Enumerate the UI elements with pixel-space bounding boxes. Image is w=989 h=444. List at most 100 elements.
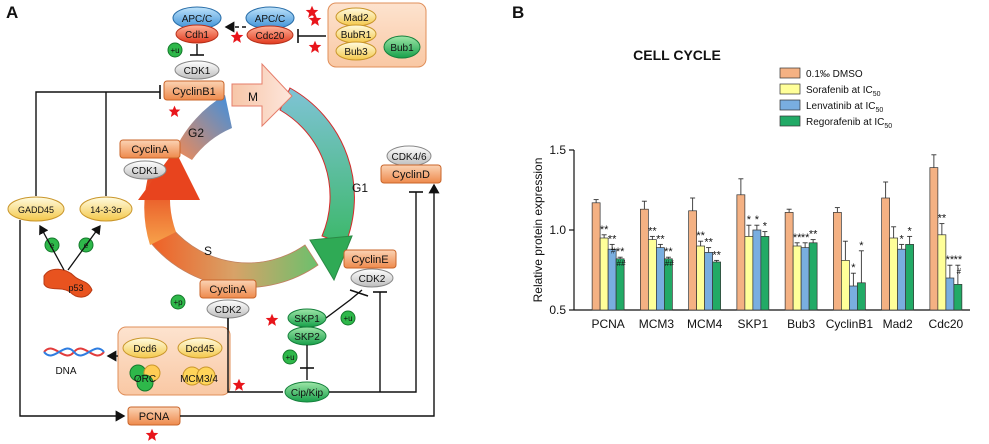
x-tick-label: Mad2 (883, 317, 913, 331)
bar (744, 236, 754, 311)
panel-a: A M G2 G1 S APC/C Cdh1 AP (6, 2, 442, 441)
significance-mark: * (755, 214, 760, 226)
star-icon (232, 378, 246, 391)
gadd45-node (7, 196, 65, 222)
bubr1-label: BubR1 (341, 30, 372, 41)
bar (599, 237, 609, 311)
dcd45-node (177, 337, 223, 359)
star-icon (308, 40, 322, 53)
bar (857, 282, 866, 311)
bub3-label: Bub3 (344, 47, 368, 58)
mcm-subunit (196, 366, 216, 386)
x-tick-label: MCM3 (639, 317, 675, 331)
bar (784, 212, 794, 311)
dna-icon (43, 347, 105, 357)
cipkip-label: Cip/Kip (291, 388, 324, 399)
chart-title: CELL CYCLE (633, 47, 721, 63)
bar (607, 248, 617, 311)
mcm-complex (182, 366, 216, 386)
cdh1-label: Cdh1 (185, 30, 209, 41)
apc-region: APC/C Cdh1 APC/C Cdc20 Mad2 BubR1 Bub3 B… (167, 2, 427, 68)
bar (712, 261, 721, 311)
legend-swatch (779, 99, 801, 111)
plot-area: 0.51.01.5****#**##PCNA******##MCM3******… (549, 143, 970, 331)
ubiquitin-badge (167, 42, 183, 58)
orc-subunit (136, 374, 154, 392)
legend-swatch (779, 83, 801, 95)
bub1-node (383, 35, 421, 59)
bar (937, 234, 947, 311)
cell-cycle-ring: M G2 G1 S (138, 62, 368, 288)
g1-arc (279, 87, 355, 246)
orc-label: ORC (134, 374, 156, 385)
bar (648, 239, 657, 311)
bar (889, 237, 898, 311)
cdk46-label: CDK4/6 (391, 152, 426, 163)
dna-label: DNA (55, 366, 76, 377)
ubiquitin-label: +u (285, 353, 294, 362)
s-phase-label: S (204, 244, 212, 258)
star-icon (230, 30, 244, 43)
significance-mark: ## (617, 259, 626, 268)
legend-swatch (779, 115, 801, 127)
cdk1-top-label: CDK1 (184, 66, 211, 77)
cyclind-node (380, 164, 442, 184)
significance-mark: # (957, 267, 962, 276)
bar (792, 245, 802, 311)
p53-to-1433-arrow (67, 224, 101, 271)
cycline-node (343, 249, 397, 269)
cyclina-g2-node (119, 139, 181, 159)
y-axis-label: Relative protein expression (531, 158, 545, 303)
significance-mark: ** (608, 233, 617, 245)
significance-mark: ** (696, 230, 705, 242)
apcc-label-1: APC/C (182, 14, 213, 25)
bar (736, 194, 746, 311)
bar (752, 229, 762, 311)
cyclinb1-node (163, 80, 225, 101)
bar (833, 212, 842, 311)
x-tick-label: Bub3 (787, 317, 815, 331)
bar (881, 197, 890, 311)
cdk2-e-label: CDK2 (359, 274, 386, 285)
star-icon (305, 5, 319, 18)
significance-mark: ** (704, 237, 713, 249)
mad2-label: Mad2 (343, 13, 368, 24)
cipkip-to-cyclind-line (329, 192, 417, 393)
dna-strand (43, 347, 105, 357)
p53-protein-shape (43, 268, 93, 298)
ubiquitin-badge (282, 349, 298, 365)
mcm34-label: MCM3/4 (180, 374, 218, 385)
p1433-node (79, 196, 133, 222)
significance-mark: ## (665, 259, 674, 268)
bar (800, 247, 810, 311)
star-icon (265, 313, 279, 326)
bar (841, 260, 850, 311)
legend-label: Regorafenib at IC50 (806, 117, 892, 130)
significance-mark: * (907, 225, 912, 237)
cdk1-mid-label: CDK1 (132, 166, 159, 177)
x-tick-label: PCNA (591, 317, 624, 331)
x-tick-label: CyclinB1 (826, 317, 874, 331)
x-tick-label: SKP1 (738, 317, 769, 331)
gadd45-to-pcna-arrow (19, 220, 126, 422)
significance-mark: * (899, 233, 904, 245)
y-tick-label: 1.0 (549, 223, 566, 237)
bar (945, 277, 955, 311)
bub3-node (335, 41, 377, 61)
y-tick-label: 1.5 (549, 143, 566, 157)
bar (696, 245, 705, 311)
cyclind-label: CyclinD (392, 169, 430, 181)
bar (953, 284, 963, 311)
significance-mark: ** (648, 225, 657, 237)
p1433-label: 14-3-3σ (90, 205, 122, 215)
bar (929, 167, 939, 311)
g1-arrowhead (309, 235, 353, 282)
inhibit-bar (349, 289, 369, 297)
cdk2-e-node (350, 268, 394, 288)
bar (640, 208, 649, 311)
significance-mark: ** (938, 213, 947, 225)
skp2-label: SKP2 (294, 332, 320, 343)
legend-label: Lenvatinib at IC50 (806, 101, 883, 114)
